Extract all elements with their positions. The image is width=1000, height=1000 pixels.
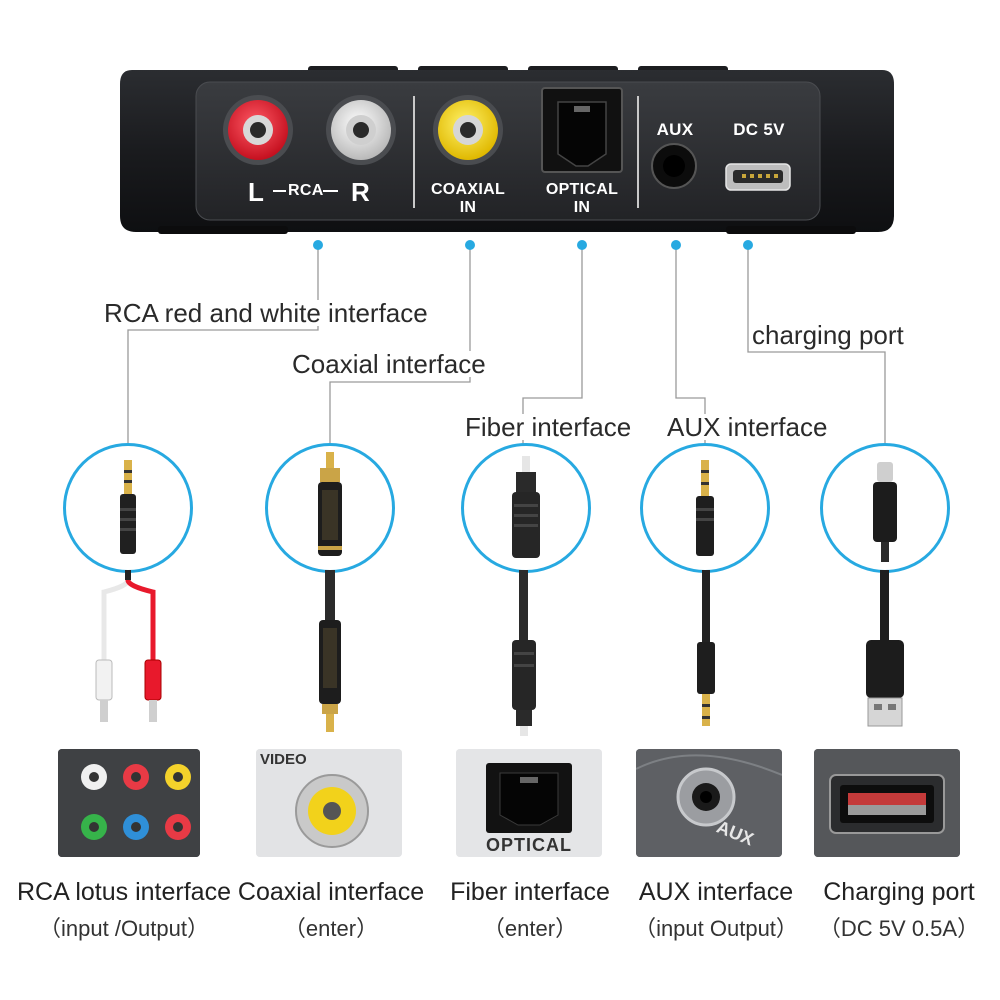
aux-plug-tip-icon <box>696 460 714 556</box>
photo-charging <box>814 749 960 857</box>
cable-illustrations <box>95 570 904 736</box>
rca-red-jack-icon <box>223 95 293 165</box>
optical-label-line2: IN <box>573 199 591 216</box>
device-body <box>120 66 894 234</box>
aux-plug-ring <box>640 443 770 573</box>
usb-port-photo-icon <box>814 749 960 857</box>
caption-aux-sub: （input Output） <box>634 916 798 941</box>
rca-cable-icon <box>95 570 162 722</box>
dc-marker-dot <box>743 240 753 250</box>
caption-charging-title: Charging port <box>823 878 975 906</box>
callout-charging: charging port <box>752 320 904 350</box>
caption-coaxial-sub: （enter） <box>283 916 379 941</box>
rca-plug-tip-icon <box>318 452 342 556</box>
coaxial-jack-photo-icon <box>256 749 402 857</box>
optical-port-icon <box>541 87 623 173</box>
photo-aux: AUX <box>636 749 782 857</box>
rca-white-jack-icon <box>326 95 396 165</box>
caption-rca-title: RCA lotus interface <box>17 878 231 906</box>
caption-rca-sub: （input /Output） <box>39 916 209 941</box>
photo-coaxial: VIDEO <box>256 749 402 857</box>
callout-aux: AUX interface <box>667 412 828 442</box>
rca-plug-ring <box>63 443 193 573</box>
toslink-plug-tip-icon <box>512 456 540 558</box>
photo-rca-lotus <box>58 749 200 857</box>
charging-callout-line <box>747 247 886 445</box>
caption-coaxial-title: Coaxial interface <box>237 878 425 906</box>
aux-plug-tip-icon <box>120 460 136 554</box>
charging-plug-ring <box>820 443 950 573</box>
rca-mid-label: RCA <box>288 182 324 199</box>
rca-callout-line <box>127 247 319 445</box>
rca-right-label: R <box>351 177 370 207</box>
coaxial-jack-icon <box>433 95 503 165</box>
fiber-plug-ring <box>461 443 591 573</box>
coaxial-cable-icon <box>319 570 341 732</box>
usb-cable-icon <box>866 570 904 727</box>
callout-fiber: Fiber interface <box>465 412 632 442</box>
optical-label-line1: OPTICAL <box>545 181 619 198</box>
caption-aux-title: AUX interface <box>638 878 794 906</box>
micro-usb-port-icon <box>725 163 791 191</box>
optical-cable-icon <box>512 570 536 736</box>
caption-charging-sub: （DC 5V 0.5A） <box>818 916 980 941</box>
callout-lines <box>127 240 886 445</box>
rca-left-label: L <box>248 177 264 207</box>
coaxial-callout-line <box>329 247 471 445</box>
photo-optical: OPTICAL <box>456 749 602 857</box>
dc-label: DC 5V <box>733 120 785 139</box>
callout-rca: RCA red and white interface <box>104 300 432 326</box>
optical-photo-tag: OPTICAL <box>486 835 572 855</box>
rca-marker-dot <box>313 240 323 250</box>
coaxial-label-line1: COAXIAL <box>430 181 506 198</box>
rca-jacks-photo-icon <box>58 749 200 857</box>
aux-label: AUX <box>656 120 694 139</box>
usb-c-plug-tip-icon <box>873 462 897 562</box>
optical-port-photo-icon <box>456 749 602 857</box>
caption-fiber-sub: （enter） <box>482 916 578 941</box>
aux-jack-photo-icon <box>636 749 782 857</box>
coaxial-marker-dot <box>465 240 475 250</box>
caption-fiber-title: Fiber interface <box>450 878 610 906</box>
aux-marker-dot <box>671 240 681 250</box>
callout-coaxial: Coaxial interface <box>292 349 486 379</box>
device-rear-panel: L RCA R COAXIAL IN OPTICAL IN AUX DC 5V <box>118 66 896 236</box>
coaxial-label-line2: IN <box>459 199 477 216</box>
optical-marker-dot <box>577 240 587 250</box>
aux-cable-icon <box>697 570 715 726</box>
coaxial-plug-ring <box>265 443 395 573</box>
aux-jack-icon <box>651 143 697 189</box>
coaxial-photo-tag: VIDEO <box>260 751 307 768</box>
